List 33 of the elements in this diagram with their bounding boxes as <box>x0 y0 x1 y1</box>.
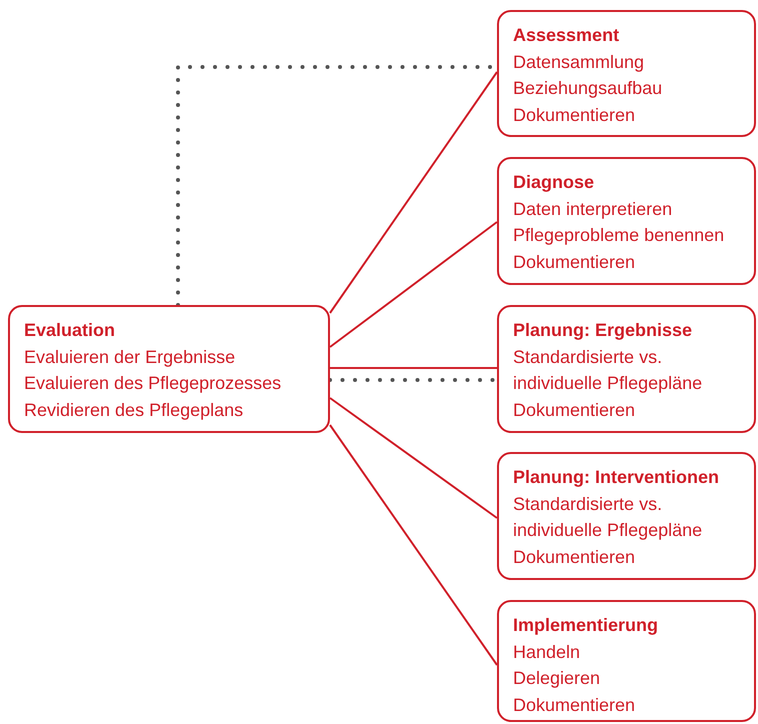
connector-line <box>329 397 498 519</box>
step-item: Dokumentieren <box>513 694 636 716</box>
step-item: Evaluieren des Pflegeprozesses <box>24 372 282 395</box>
step-item: Daten interpretieren <box>513 198 674 221</box>
step-box <box>8 305 330 433</box>
connector-line <box>329 221 498 348</box>
step-heading: Assessment <box>513 24 620 47</box>
step-item: Delegieren <box>513 667 602 690</box>
connector-line <box>330 367 497 369</box>
step-box <box>497 305 756 433</box>
step-item: Dokumentieren <box>513 546 636 568</box>
step-heading: Planung: Ergebnisse <box>513 319 694 342</box>
step-item: Standardisierte vs. individuelle Pflegepläne <box>513 492 704 542</box>
step-item: Dokumentieren <box>513 398 636 422</box>
step-item: Pflegeprobleme benennen <box>513 224 726 247</box>
step-heading: Implementierung <box>513 614 660 637</box>
step-heading: Diagnose <box>513 171 596 194</box>
step-item: Handeln <box>513 640 582 664</box>
step-item: Standardisierte vs. individuelle Pflegepläne <box>513 346 704 395</box>
step-item: Beziehungsaufbau <box>513 77 664 100</box>
step-heading: Planung: Interventionen <box>513 466 720 489</box>
step-box <box>497 600 756 722</box>
connector-line <box>329 424 498 666</box>
step-item: Datensammlung <box>513 50 646 74</box>
step-item: Dokumentieren <box>513 250 636 274</box>
step-heading: Evaluation <box>24 319 116 342</box>
step-item: Dokumentieren <box>513 104 636 126</box>
step-box <box>497 452 756 580</box>
step-box <box>497 157 756 285</box>
step-item: Evaluieren der Ergebnisse <box>24 346 236 369</box>
connector-line <box>329 71 498 314</box>
step-item: Revidieren des Pflegeplans <box>24 398 244 422</box>
step-box <box>497 10 756 137</box>
